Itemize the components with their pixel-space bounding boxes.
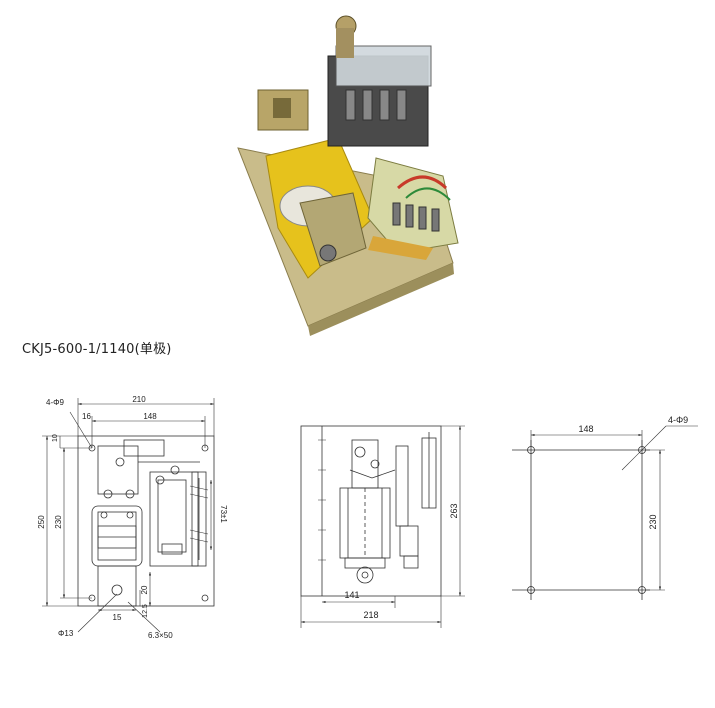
product-photo [237, 15, 459, 336]
dim-terminal-height: 20 [140, 585, 149, 594]
side-dim-depth-total: 218 [363, 610, 378, 620]
mount-hole-note: 4-Φ9 [668, 415, 688, 425]
front-view [77, 435, 215, 607]
front-hole-note: 4-Φ9 [46, 398, 64, 407]
dim-hole-height: 230 [54, 515, 63, 529]
mount-dim-hole-spacing-x: 148 [578, 424, 593, 434]
dim-top-offset: 10 [52, 434, 59, 442]
busbar-size: 6.3×50 [148, 631, 173, 640]
mounting-hole-icon [527, 446, 646, 594]
mounting-view [512, 440, 650, 600]
mounting-hole-icon [88, 444, 209, 602]
dim-overall-width: 210 [132, 395, 146, 404]
dim-coil: 73±1 [219, 505, 228, 523]
dim-hole-offset: 16 [82, 412, 91, 421]
dim-terminal-width: 15 [113, 613, 122, 622]
side-dim-depth-inner: 141 [344, 590, 359, 600]
side-dim-height: 263 [449, 503, 459, 518]
side-view [300, 425, 442, 597]
dim-overall-height: 250 [37, 515, 46, 529]
dim-hole-spacing: 148 [143, 412, 157, 421]
dim-terminal-offset: 12.5 [142, 604, 149, 618]
mount-dim-hole-spacing-y: 230 [648, 514, 658, 529]
terminal-hole: Φ13 [58, 629, 74, 638]
product-title: CKJ5-600-1/1140(单极) [22, 342, 172, 357]
